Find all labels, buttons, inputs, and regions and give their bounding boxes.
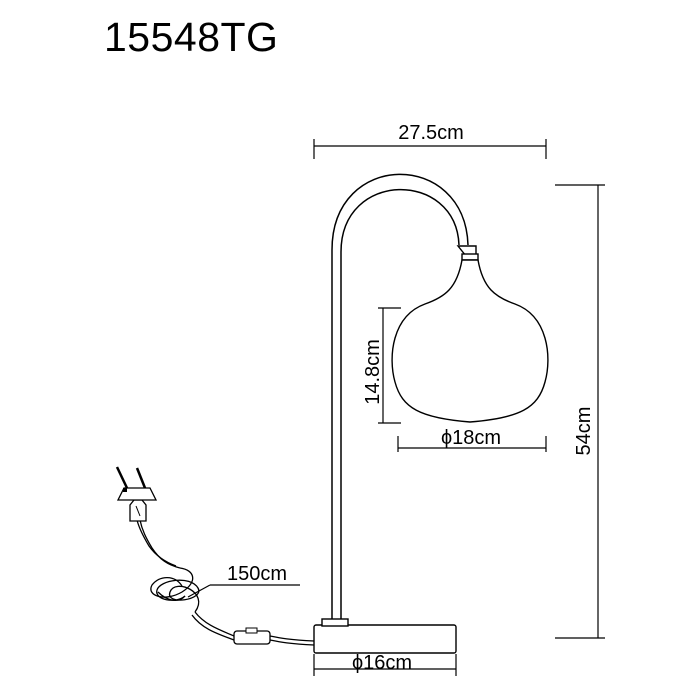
model-code: 15548TG bbox=[104, 14, 279, 60]
base-mount bbox=[321, 618, 349, 627]
width-label: 27.5cm bbox=[398, 122, 464, 144]
lamp-shade bbox=[391, 259, 549, 423]
shade-diameter-label: ϕ18cm bbox=[441, 427, 501, 449]
shade-diameter-dimension-line bbox=[397, 436, 547, 452]
power-plug bbox=[115, 466, 158, 522]
shade-height-label: 14.8cm bbox=[362, 339, 384, 405]
base-diameter-dimension-line bbox=[313, 654, 457, 676]
lamp-drawing bbox=[313, 173, 549, 654]
lamp-arm-inner bbox=[340, 188, 460, 625]
cable-length-leader bbox=[187, 584, 300, 598]
switch-button bbox=[245, 627, 258, 634]
height-dimension-line bbox=[555, 184, 605, 639]
width-dimension-line bbox=[313, 139, 547, 159]
lamp-arm bbox=[331, 173, 469, 625]
cable-length-label: 150cm bbox=[227, 563, 287, 585]
lamp-base bbox=[313, 624, 457, 654]
base-diameter-label: ϕ16cm bbox=[352, 652, 412, 674]
power-cable bbox=[136, 519, 315, 646]
socket-collar bbox=[461, 253, 479, 261]
shade-height-dimension-line bbox=[378, 307, 401, 424]
height-label: 54cm bbox=[573, 407, 595, 456]
